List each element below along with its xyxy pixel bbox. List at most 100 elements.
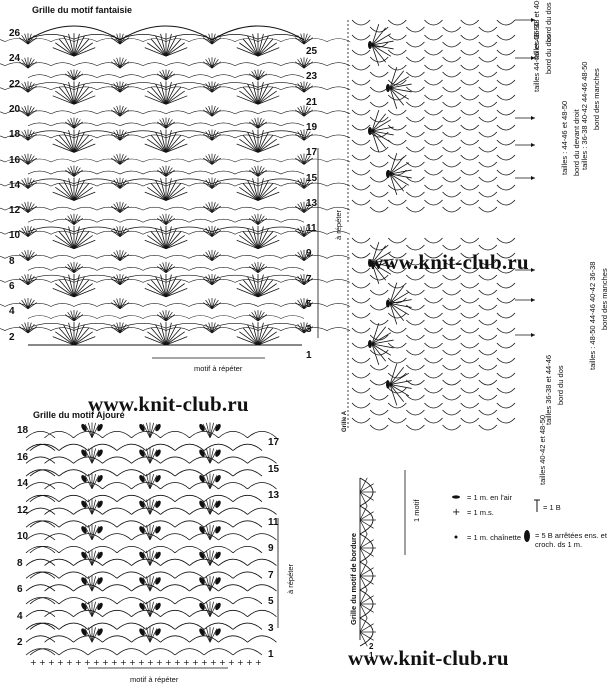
chain-arc bbox=[189, 533, 219, 541]
openwork-row-right-3: 3 bbox=[268, 622, 274, 634]
chain-arc bbox=[478, 334, 498, 341]
chain-arc bbox=[102, 430, 132, 439]
double-crochet-stitch bbox=[144, 191, 167, 201]
double-crochet-stitch bbox=[202, 475, 211, 490]
double-crochet-stitch bbox=[24, 129, 29, 141]
double-crochet-stitch bbox=[389, 286, 405, 304]
chain-arc bbox=[142, 62, 167, 66]
chain-arc bbox=[234, 182, 259, 187]
double-crochet-stitch bbox=[208, 298, 213, 309]
chain-arc bbox=[369, 206, 389, 213]
chain-arc bbox=[442, 41, 461, 48]
chain-arc bbox=[165, 322, 213, 329]
double-crochet-stitch bbox=[149, 550, 154, 566]
chain-arc bbox=[257, 327, 282, 331]
chain-arc bbox=[73, 635, 103, 643]
chain-arc bbox=[131, 430, 161, 439]
chain-arc bbox=[73, 74, 98, 79]
chain-arc bbox=[165, 279, 190, 283]
chain-arc bbox=[58, 520, 89, 528]
chain-arc bbox=[478, 161, 498, 168]
chain-arc bbox=[142, 303, 167, 307]
chain-arc bbox=[73, 507, 103, 515]
chain-arc bbox=[496, 372, 516, 379]
double-crochet-stitch bbox=[73, 35, 85, 57]
double-crochet-stitch bbox=[371, 343, 380, 366]
chain-arc bbox=[369, 274, 389, 281]
chain-arc bbox=[96, 267, 121, 271]
double-crochet-stitch bbox=[21, 227, 29, 237]
double-crochet-stitch bbox=[73, 310, 78, 322]
chain-arc bbox=[165, 182, 190, 187]
chain-arc bbox=[50, 158, 75, 163]
chain-arc bbox=[119, 25, 213, 41]
single-crochet-mark: + bbox=[39, 658, 46, 667]
cluster-stitch bbox=[81, 577, 87, 585]
chain-arc bbox=[142, 327, 167, 331]
chain-arc bbox=[174, 622, 205, 630]
chain-arc bbox=[406, 394, 425, 401]
double-crochet-stitch bbox=[88, 550, 93, 566]
chain-arc bbox=[27, 182, 52, 187]
double-crochet-stitch bbox=[257, 231, 274, 249]
chain-arc bbox=[142, 134, 167, 139]
chain-arc bbox=[160, 430, 190, 439]
double-crochet-stitch bbox=[119, 298, 124, 309]
chain-arc bbox=[174, 648, 205, 656]
double-crochet-stitch bbox=[371, 130, 394, 136]
double-crochet-stitch bbox=[27, 227, 35, 237]
double-crochet-stitch bbox=[303, 59, 311, 69]
chain-arc bbox=[188, 267, 213, 271]
double-crochet-stitch bbox=[208, 154, 213, 165]
chain-arc bbox=[478, 41, 498, 48]
chain-arc bbox=[27, 230, 52, 235]
chain-arc bbox=[160, 584, 190, 592]
chain-arc bbox=[387, 34, 407, 41]
chain-arc bbox=[351, 184, 371, 191]
chain-arc bbox=[73, 86, 98, 91]
chain-arc bbox=[211, 274, 259, 281]
double-crochet-stitch bbox=[359, 483, 374, 493]
chain-arc bbox=[87, 597, 118, 605]
single-crochet-mark: + bbox=[156, 658, 163, 667]
double-crochet-stitch bbox=[371, 245, 387, 264]
double-crochet-stitch bbox=[389, 384, 412, 389]
double-crochet-stitch bbox=[165, 310, 170, 322]
chain-arc bbox=[496, 342, 516, 349]
double-crochet-stitch bbox=[84, 500, 93, 515]
double-crochet-stitch bbox=[236, 47, 259, 57]
chain-arc bbox=[189, 609, 219, 617]
double-crochet-stitch bbox=[119, 275, 127, 286]
chain-arc bbox=[280, 170, 305, 175]
chain-arc bbox=[478, 289, 498, 296]
chain-arc bbox=[211, 82, 259, 88]
chain-arc bbox=[145, 545, 176, 554]
double-crochet-stitch bbox=[257, 119, 265, 129]
chain-arc bbox=[211, 62, 236, 66]
double-crochet-stitch bbox=[371, 119, 392, 132]
chain-arc bbox=[369, 409, 389, 416]
double-crochet-stitch bbox=[149, 422, 154, 438]
fantasy-row-right-15: 15 bbox=[306, 172, 318, 184]
double-crochet-stitch bbox=[389, 87, 398, 110]
double-crochet-stitch bbox=[205, 323, 213, 334]
double-crochet-stitch bbox=[257, 143, 280, 153]
chain-arc bbox=[102, 507, 132, 515]
double-crochet-stitch bbox=[73, 214, 78, 225]
double-crochet-stitch bbox=[88, 499, 93, 515]
chain-arc bbox=[0, 255, 6, 259]
double-crochet-stitch bbox=[70, 262, 75, 273]
chain-arc bbox=[280, 327, 305, 331]
chain-arc bbox=[460, 79, 480, 86]
chain-arc bbox=[478, 116, 498, 123]
double-crochet-stitch bbox=[142, 500, 151, 515]
fantasy-row-right-5: 5 bbox=[306, 299, 312, 310]
double-crochet-stitch bbox=[119, 105, 124, 117]
double-crochet-stitch bbox=[211, 178, 216, 189]
chain-arc bbox=[478, 304, 498, 311]
chain-arc bbox=[29, 443, 60, 451]
double-crochet-stitch bbox=[73, 86, 90, 105]
chain-arc bbox=[50, 134, 75, 139]
openwork-row-left-12: 12 bbox=[17, 504, 29, 516]
chain-arc bbox=[460, 154, 480, 161]
